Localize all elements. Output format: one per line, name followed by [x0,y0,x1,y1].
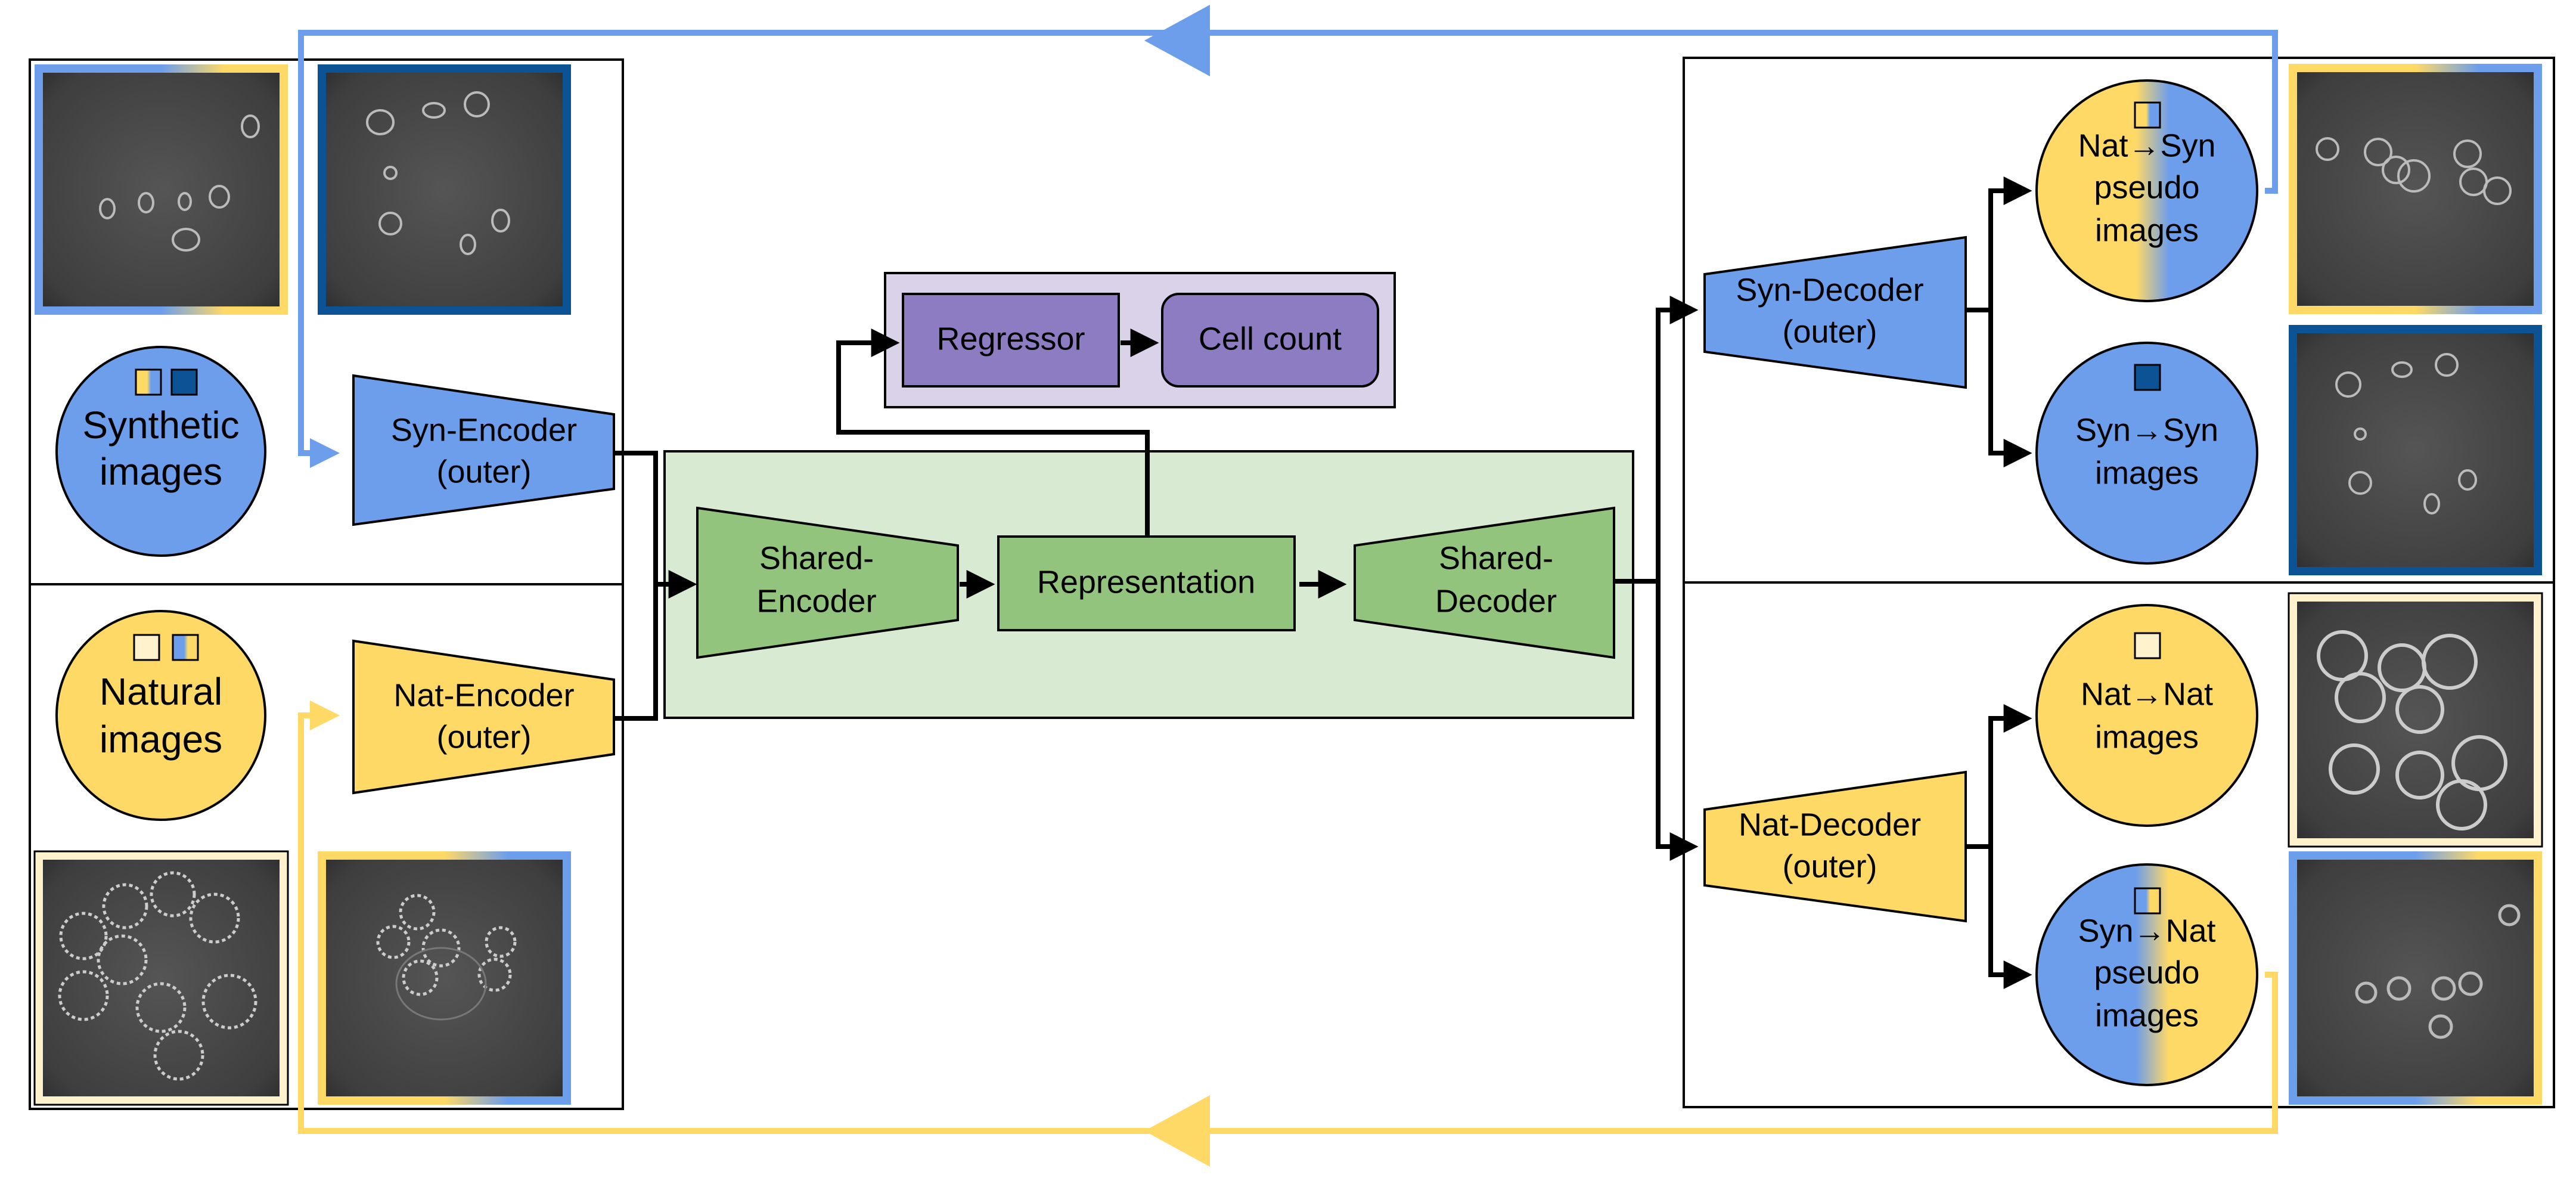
nat-encoder-label-line1: Nat-Encoder [393,677,574,713]
natural-images-node: Natural images [55,610,266,821]
syn-decoder-label-line2: (outer) [1782,314,1877,349]
natural-images-label-line1: Natural [100,670,222,713]
regressor-label: Regressor [936,321,1085,357]
synthetic-images-label-line1: Synthetic [82,404,239,447]
syn-encoder-label-line2: (outer) [436,454,531,489]
microscopy-cell-image-icon [318,851,571,1105]
domain-color-swatch-icon [135,368,198,396]
nat-nat-label-line2: images [2095,719,2199,755]
nat-decoder-label-line1: Nat-Decoder [1739,807,1921,842]
microscopy-cell-image-icon [2288,592,2543,848]
nat-syn-pseudo-label-line2: pseudo [2094,169,2199,205]
shared-encoder-block: Shared- Encoder [696,506,959,659]
syn-nat-pseudo-label-line2: pseudo [2094,954,2199,990]
domain-color-swatch-icon [2134,887,2161,915]
syn-to-nat-feedback-arrow [298,701,2278,1134]
microscopy-cell-image-icon [33,850,289,1106]
microscopy-cell-image-icon [35,64,288,315]
nat-syn-pseudo-node: Nat→Syn pseudo images [2035,79,2258,302]
nat-decoder-block: Nat-Decoder (outer) [1703,770,1967,923]
feedback-arrows [298,5,2278,1167]
representation-block: Representation [997,535,1296,631]
cell-count-block: Cell count [1161,293,1379,388]
domain-color-swatch-icon [133,634,199,661]
nat-syn-pseudo-label-line1: Nat→Syn [2078,128,2215,163]
natural-images-label-line2: images [100,718,222,761]
shared-decoder-label-line1: Shared- [1439,540,1553,576]
microscopy-cell-image-icon [2289,851,2542,1105]
feedback-arrowhead-yellow [1144,1095,1210,1167]
syn-nat-pseudo-label-line3: images [2095,997,2199,1033]
domain-color-swatch-icon [2134,364,2161,391]
syn-nat-pseudo-label-line1: Syn→Nat [2078,913,2215,949]
network-connections [614,176,2032,989]
microscopy-cell-image-icon [2289,64,2542,314]
nat-nat-label-line1: Nat→Nat [2081,676,2213,712]
syn-syn-label-line1: Syn→Syn [2075,412,2218,448]
shared-encoder-label-line2: Encoder [756,583,876,619]
cell-image-thumbnails [33,64,2543,1106]
syn-syn-label-line2: images [2095,455,2199,491]
nat-nat-node: Nat→Nat images [2035,604,2258,827]
syn-encoder-label-line1: Syn-Encoder [391,412,577,448]
syn-encoder-block: Syn-Encoder (outer) [352,374,615,526]
nat-encoder-block: Nat-Encoder (outer) [352,639,615,795]
shared-decoder-block: Shared- Decoder [1354,506,1615,659]
shared-decoder-label-line2: Decoder [1435,583,1557,619]
cell-count-label: Cell count [1199,321,1342,357]
domain-color-swatch-icon [2134,632,2161,659]
nat-decoder-label-line2: (outer) [1782,848,1877,884]
feedback-arrowhead-blue [1144,5,1210,76]
representation-label: Representation [1037,564,1255,600]
synthetic-images-node: Synthetic images [55,346,266,557]
syn-decoder-label-line1: Syn-Decoder [1736,272,1923,308]
microscopy-cell-image-icon [318,64,571,315]
nat-encoder-label-line2: (outer) [436,719,531,755]
syn-syn-node: Syn→Syn images [2035,342,2258,565]
shared-encoder-label-line1: Shared- [759,540,874,576]
microscopy-cell-image-icon [2289,325,2542,575]
syn-decoder-block: Syn-Decoder (outer) [1703,235,1967,389]
syn-nat-pseudo-node: Syn→Nat pseudo images [2035,863,2258,1086]
nat-to-syn-feedback-arrow [298,30,2278,468]
natural-input-panel [29,583,624,1110]
synthetic-images-label-line2: images [100,450,222,493]
nat-syn-pseudo-label-line3: images [2095,212,2199,248]
domain-color-swatch-icon [2134,101,2161,129]
regressor-block: Regressor [902,293,1120,388]
